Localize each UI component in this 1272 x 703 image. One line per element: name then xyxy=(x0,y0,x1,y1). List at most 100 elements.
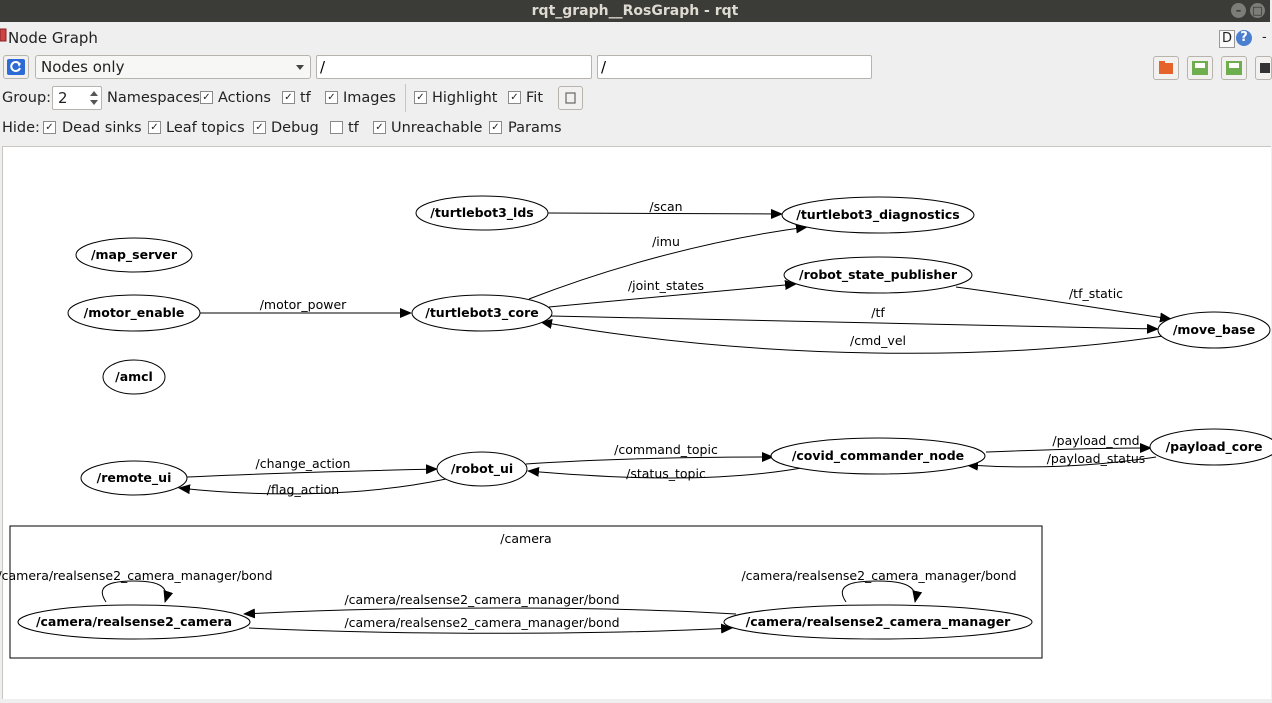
node-robot-ui[interactable] xyxy=(436,451,528,487)
edge-label-change-action: /change_action xyxy=(256,456,351,471)
highlight-checkbox[interactable]: ✓ xyxy=(414,91,427,104)
node-covid-commander-node[interactable] xyxy=(770,437,986,475)
node-map-server[interactable] xyxy=(75,237,193,273)
folder-open-icon xyxy=(1159,61,1173,74)
edge-tf[interactable] xyxy=(550,315,1159,334)
toolbar-separator xyxy=(405,84,406,112)
node-motor-enable[interactable] xyxy=(67,294,201,332)
dead-sinks-checkbox[interactable]: ✓ xyxy=(43,121,56,134)
save-svg-button[interactable] xyxy=(1221,56,1247,80)
edge-label-bond-left-loop: /camera/realsense2_camera_manager/bond xyxy=(0,568,273,583)
close-plugin-button[interactable]: - xyxy=(1262,30,1267,45)
edge-scan[interactable] xyxy=(547,208,783,219)
d-button[interactable]: D xyxy=(1219,30,1235,48)
params-label: Params xyxy=(508,120,562,136)
edge-payload-status[interactable] xyxy=(966,456,1157,471)
node-robot-state-publisher[interactable] xyxy=(783,256,973,294)
refresh-button[interactable] xyxy=(3,55,29,79)
node-filter-field[interactable] xyxy=(316,55,592,79)
hide-tf-checkbox[interactable] xyxy=(330,121,343,134)
debug-checkbox[interactable]: ✓ xyxy=(253,121,266,134)
topic-filter-field[interactable] xyxy=(597,55,872,79)
node-payload-core[interactable] xyxy=(1149,428,1272,466)
window-title: rqt_graph__RosGraph - rqt xyxy=(531,3,739,19)
edge-cmd-vel[interactable] xyxy=(540,318,1164,354)
save-dot-button[interactable] xyxy=(1187,56,1213,80)
ros-graph[interactable]: /camera /scan /imu /joint_states /tf_sta… xyxy=(0,147,1272,699)
group-spinbox[interactable]: 2 xyxy=(52,86,102,110)
help-icon[interactable]: ? xyxy=(1236,30,1252,46)
graph-canvas[interactable]: /camera /scan /imu /joint_states /tf_sta… xyxy=(0,146,1272,699)
edge-label-flag-action: /flag_action xyxy=(267,482,339,497)
node-label-map-server: /map_server xyxy=(91,247,178,263)
group-label: Group: xyxy=(2,90,52,106)
node-realsense2-camera[interactable] xyxy=(17,604,251,640)
node-label-move-base: /move_base xyxy=(1173,322,1255,338)
edge-payload-cmd[interactable] xyxy=(985,443,1152,454)
spin-down-icon[interactable] xyxy=(90,100,98,105)
node-turtlebot3-lds[interactable] xyxy=(415,195,549,231)
refresh-icon xyxy=(7,59,25,75)
plugin-icon xyxy=(0,28,7,42)
minimize-icon[interactable]: – xyxy=(1231,3,1246,18)
graph-mode-select[interactable]: Nodes only xyxy=(35,55,311,79)
node-amcl[interactable] xyxy=(102,359,166,395)
unreachable-checkbox[interactable]: ✓ xyxy=(373,121,386,134)
edge-bond-left-loop[interactable] xyxy=(101,580,174,603)
camera-cluster-label: /camera xyxy=(500,531,551,546)
edge-label-payload-cmd: /payload_cmd xyxy=(1052,433,1139,448)
edge-command-topic[interactable] xyxy=(525,452,774,465)
edge-change-action[interactable] xyxy=(186,464,438,478)
plugin-title: Node Graph xyxy=(8,29,98,47)
image-icon xyxy=(1260,63,1270,73)
highlight-label: Highlight xyxy=(432,90,498,106)
node-move-base[interactable] xyxy=(1157,311,1271,349)
edge-label-payload-status: /payload_status xyxy=(1047,451,1146,466)
node-label-payload-core: /payload_core xyxy=(1166,439,1263,455)
tf-label: tf xyxy=(300,90,311,106)
edge-label-tf: /tf xyxy=(871,305,885,320)
tf-checkbox[interactable]: ✓ xyxy=(282,91,295,104)
edge-joint-states[interactable] xyxy=(548,280,797,308)
actions-checkbox[interactable]: ✓ xyxy=(200,91,213,104)
edge-bond-top[interactable] xyxy=(243,607,737,619)
images-label: Images xyxy=(343,90,396,106)
save-image-icon xyxy=(1226,61,1242,75)
hide-tf-label: tf xyxy=(348,120,359,136)
maximize-icon[interactable]: □ xyxy=(1250,3,1265,18)
screenshot-button[interactable] xyxy=(1255,56,1272,80)
node-realsense2-camera-manager[interactable] xyxy=(723,604,1033,640)
node-turtlebot3-core[interactable] xyxy=(411,294,553,332)
camera-cluster xyxy=(9,525,1043,659)
edge-status-topic[interactable] xyxy=(527,466,808,479)
load-dot-button[interactable] xyxy=(1153,56,1179,80)
node-label-robot-state-publisher: /robot_state_publisher xyxy=(799,267,958,283)
graph-mode-value: Nodes only xyxy=(41,58,125,76)
node-filter-input[interactable] xyxy=(320,57,581,76)
node-label-amcl: /amcl xyxy=(115,369,153,384)
leaf-topics-checkbox[interactable]: ✓ xyxy=(148,121,161,134)
edge-imu[interactable] xyxy=(528,223,808,300)
actions-label: Actions xyxy=(218,90,271,106)
dead-sinks-label: Dead sinks xyxy=(62,120,142,136)
edge-bond-bottom[interactable] xyxy=(248,623,733,634)
edge-tf-static[interactable] xyxy=(955,286,1172,323)
edge-label-tf-static: /tf_static xyxy=(1069,286,1123,301)
fit-in-view-button[interactable] xyxy=(558,86,583,110)
node-turtlebot3-diagnostics[interactable] xyxy=(781,196,975,234)
edge-flag-action[interactable] xyxy=(178,478,447,495)
edge-label-scan: /scan xyxy=(649,199,682,214)
spin-up-icon[interactable] xyxy=(90,91,98,96)
edge-label-imu: /imu xyxy=(652,234,680,249)
node-remote-ui[interactable] xyxy=(80,460,188,496)
fit-checkbox[interactable]: ✓ xyxy=(508,91,521,104)
debug-label: Debug xyxy=(271,120,319,136)
topic-filter-input[interactable] xyxy=(601,57,861,76)
images-checkbox[interactable]: ✓ xyxy=(325,91,338,104)
edge-label-motor-power: /motor_power xyxy=(260,297,347,312)
node-label-realsense2-camera-manager: /camera/realsense2_camera_manager xyxy=(746,614,1012,630)
params-checkbox[interactable]: ✓ xyxy=(489,121,502,134)
group-value: 2 xyxy=(58,89,68,107)
edge-bond-right-loop[interactable] xyxy=(841,580,923,603)
save-dot-icon xyxy=(1192,61,1208,75)
